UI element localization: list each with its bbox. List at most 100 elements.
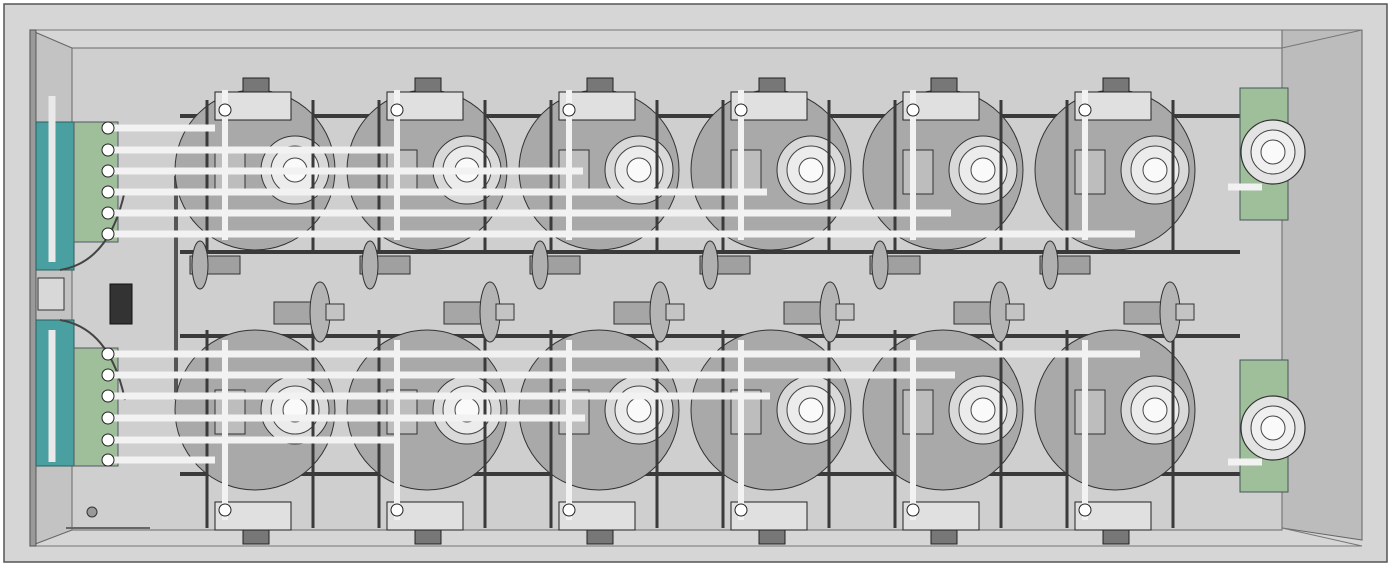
center-valve-4 (699, 240, 855, 343)
bottom-unit-gearbox (1074, 389, 1106, 435)
bottom-unit-6 (1034, 329, 1196, 545)
bottom-unit-drum (690, 329, 852, 491)
top-row-outlet-flange (701, 240, 719, 290)
center-valve-body (613, 301, 655, 325)
bottom-header-port (101, 389, 115, 403)
bottom-unit-pulley-inner (970, 397, 996, 423)
top-row-outlet-flange (1041, 240, 1059, 290)
bottom-header-port (101, 453, 115, 467)
top-unit-stack (930, 77, 958, 93)
bottom-unit-elbow (734, 503, 748, 517)
bottom-unit-stack (758, 529, 786, 545)
center-valve-outlet (665, 303, 685, 321)
actuator (109, 283, 133, 325)
bottom-unit-pulley-inner (1142, 397, 1168, 423)
bottom-unit-elbow (1078, 503, 1092, 517)
center-valve-2 (359, 240, 515, 343)
hatch-lever-pivot (86, 506, 98, 518)
top-header-port (101, 164, 115, 178)
top-unit-gearbox (730, 149, 762, 195)
center-valve-3 (529, 240, 685, 343)
bottom-unit-stack (242, 529, 270, 545)
center-valve-body (443, 301, 485, 325)
rail-top-upper (180, 114, 1240, 118)
bottom-unit-drum (1034, 329, 1196, 491)
top-unit-pulley-inner (626, 157, 652, 183)
enclosure-rim-diag-tr (1281, 29, 1363, 49)
top-row-outlet-flange (871, 240, 889, 290)
bottom-unit-5 (862, 329, 1024, 545)
bottom-header-port (101, 347, 115, 361)
bottom-unit-drum (862, 329, 1024, 491)
manifold-green-upper (73, 121, 119, 243)
bottom-unit-pulley-inner (626, 397, 652, 423)
manifold-green-lower (73, 347, 119, 467)
top-header-port (101, 206, 115, 220)
center-valve-outlet (325, 303, 345, 321)
center-valve-body (1123, 301, 1165, 325)
top-unit-pulley-inner (970, 157, 996, 183)
top-header-port (101, 185, 115, 199)
bottom-unit-elbow (562, 503, 576, 517)
top-row-outlet-flange (531, 240, 549, 290)
enclosure-right-wall (1281, 29, 1363, 541)
top-unit-pulley-inner (798, 157, 824, 183)
manifold-bend-upper (59, 189, 126, 271)
bottom-unit-elbow (218, 503, 232, 517)
control-box (37, 277, 65, 311)
bottom-unit-stack (930, 529, 958, 545)
top-unit-elbow (1078, 103, 1092, 117)
bottom-unit-pulley-inner (798, 397, 824, 423)
center-valve-body (273, 301, 315, 325)
top-header-port (101, 121, 115, 135)
header-pipes (101, 121, 1140, 467)
manifold-bend-lower (59, 319, 126, 401)
bottom-unit-stack (586, 529, 614, 545)
top-unit-gearbox (1074, 149, 1106, 195)
top-unit-stack (758, 77, 786, 93)
top-unit-elbow (562, 103, 576, 117)
motor-pulley-top-inner (1260, 139, 1286, 165)
motor-pulley-bottom-inner (1260, 415, 1286, 441)
top-unit-elbow (734, 103, 748, 117)
top-unit-stack (242, 77, 270, 93)
center-valve-6 (1039, 240, 1195, 343)
top-unit-elbow (390, 103, 404, 117)
center-valve-row (189, 240, 1195, 343)
left-wall-post (29, 29, 37, 547)
bottom-unit-elbow (390, 503, 404, 517)
top-unit-stack (414, 77, 442, 93)
center-valve-outlet (835, 303, 855, 321)
rail-bottom-upper (180, 334, 1240, 338)
bottom-unit-drum (346, 329, 508, 491)
bottom-unit-gearbox (902, 389, 934, 435)
center-valve-body (783, 301, 825, 325)
top-header-port (101, 143, 115, 157)
bottom-unit-4 (690, 329, 852, 545)
bottom-unit-drum (518, 329, 680, 491)
bottom-unit-elbow (906, 503, 920, 517)
end-motors (1228, 87, 1306, 493)
top-unit-elbow (906, 103, 920, 117)
top-header-port (101, 227, 115, 241)
bottom-header-port (101, 411, 115, 425)
center-valve-5 (869, 240, 1025, 343)
end-motor-top (1228, 87, 1306, 221)
top-unit-pulley-inner (1142, 157, 1168, 183)
top-unit-stack (1102, 77, 1130, 93)
center-valve-outlet (1175, 303, 1195, 321)
bottom-unit-stack (414, 529, 442, 545)
bottom-unit-drum (174, 329, 336, 491)
center-valve-outlet (495, 303, 515, 321)
bottom-unit-stack (1102, 529, 1130, 545)
center-valve-body (953, 301, 995, 325)
manifold-assembly (35, 96, 178, 529)
bottom-header-port (101, 368, 115, 382)
enclosure (3, 3, 1388, 563)
enclosure-rim-diag-br (1281, 527, 1363, 547)
top-unit-6 (1034, 77, 1196, 254)
top-unit-gearbox (902, 149, 934, 195)
center-valve-outlet (1005, 303, 1025, 321)
